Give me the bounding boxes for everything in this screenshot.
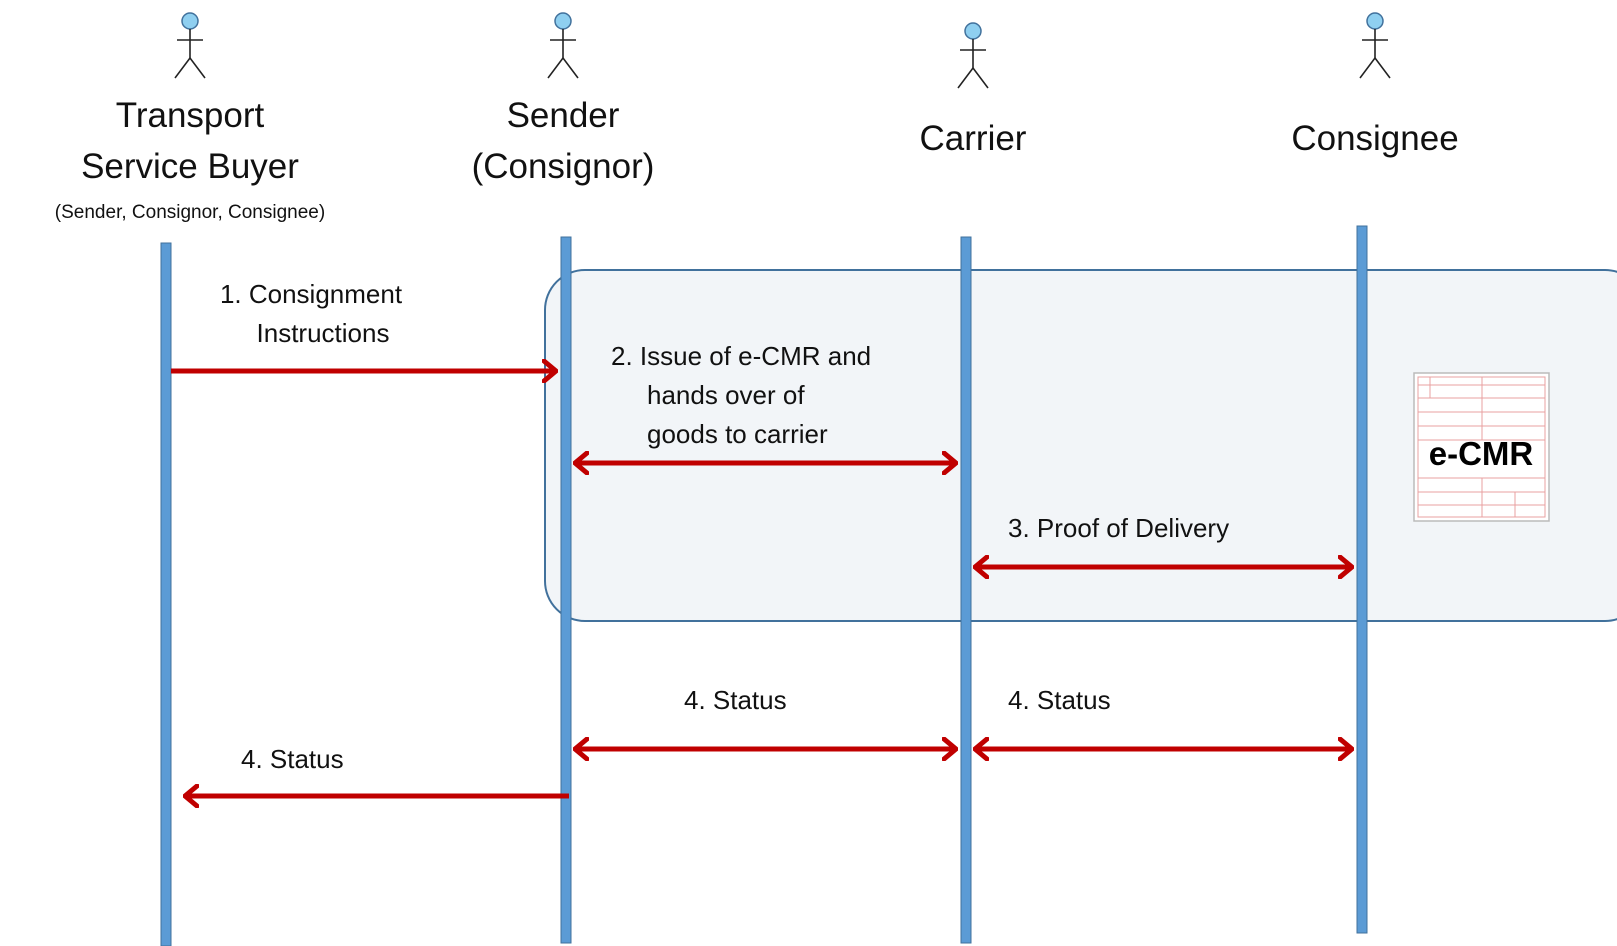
actor-sender: Sender (Consignor)	[472, 12, 655, 186]
actor-name-line: (Consignor)	[472, 147, 655, 186]
message-label: goods to carrier	[647, 419, 828, 449]
actor-figure-icon	[1359, 12, 1391, 79]
actor-carrier: Carrier	[920, 22, 1027, 158]
actor-subtitle: (Sender, Consignor, Consignee)	[55, 202, 325, 223]
message-label: 4. Status	[684, 685, 787, 715]
actor-name-line: Sender	[507, 96, 620, 135]
actor-figure-icon	[547, 12, 579, 79]
actor-name-line: Service Buyer	[81, 147, 299, 186]
message-label: 3. Proof of Delivery	[1008, 513, 1229, 543]
lifeline-consignee	[1356, 225, 1368, 934]
actor-consignee: Consignee	[1291, 12, 1459, 158]
actor-name-line: Consignee	[1291, 119, 1458, 158]
actor-name-line: Carrier	[920, 119, 1027, 158]
document-form-icon: e-CMR	[1413, 372, 1550, 522]
actor-figure-icon	[174, 12, 206, 79]
actor-name-line: Transport	[116, 96, 265, 135]
message-label: Instructions	[257, 318, 390, 348]
lifeline-sender	[560, 236, 572, 944]
lifeline-transport-service-buyer	[160, 242, 172, 946]
message-label: 4. Status	[1008, 685, 1111, 715]
actor-transport-service-buyer: Transport Service Buyer (Sender, Consign…	[55, 12, 325, 223]
message-label: 1. Consignment	[220, 279, 403, 309]
ecmr-process-region	[544, 269, 1617, 622]
document-label: e-CMR	[1429, 435, 1534, 472]
message-label: 4. Status	[241, 744, 344, 774]
actor-figure-icon	[957, 22, 989, 89]
message-label: 2. Issue of e-CMR and	[611, 341, 871, 371]
lifeline-carrier	[960, 236, 972, 944]
message-label: hands over of	[647, 380, 805, 410]
